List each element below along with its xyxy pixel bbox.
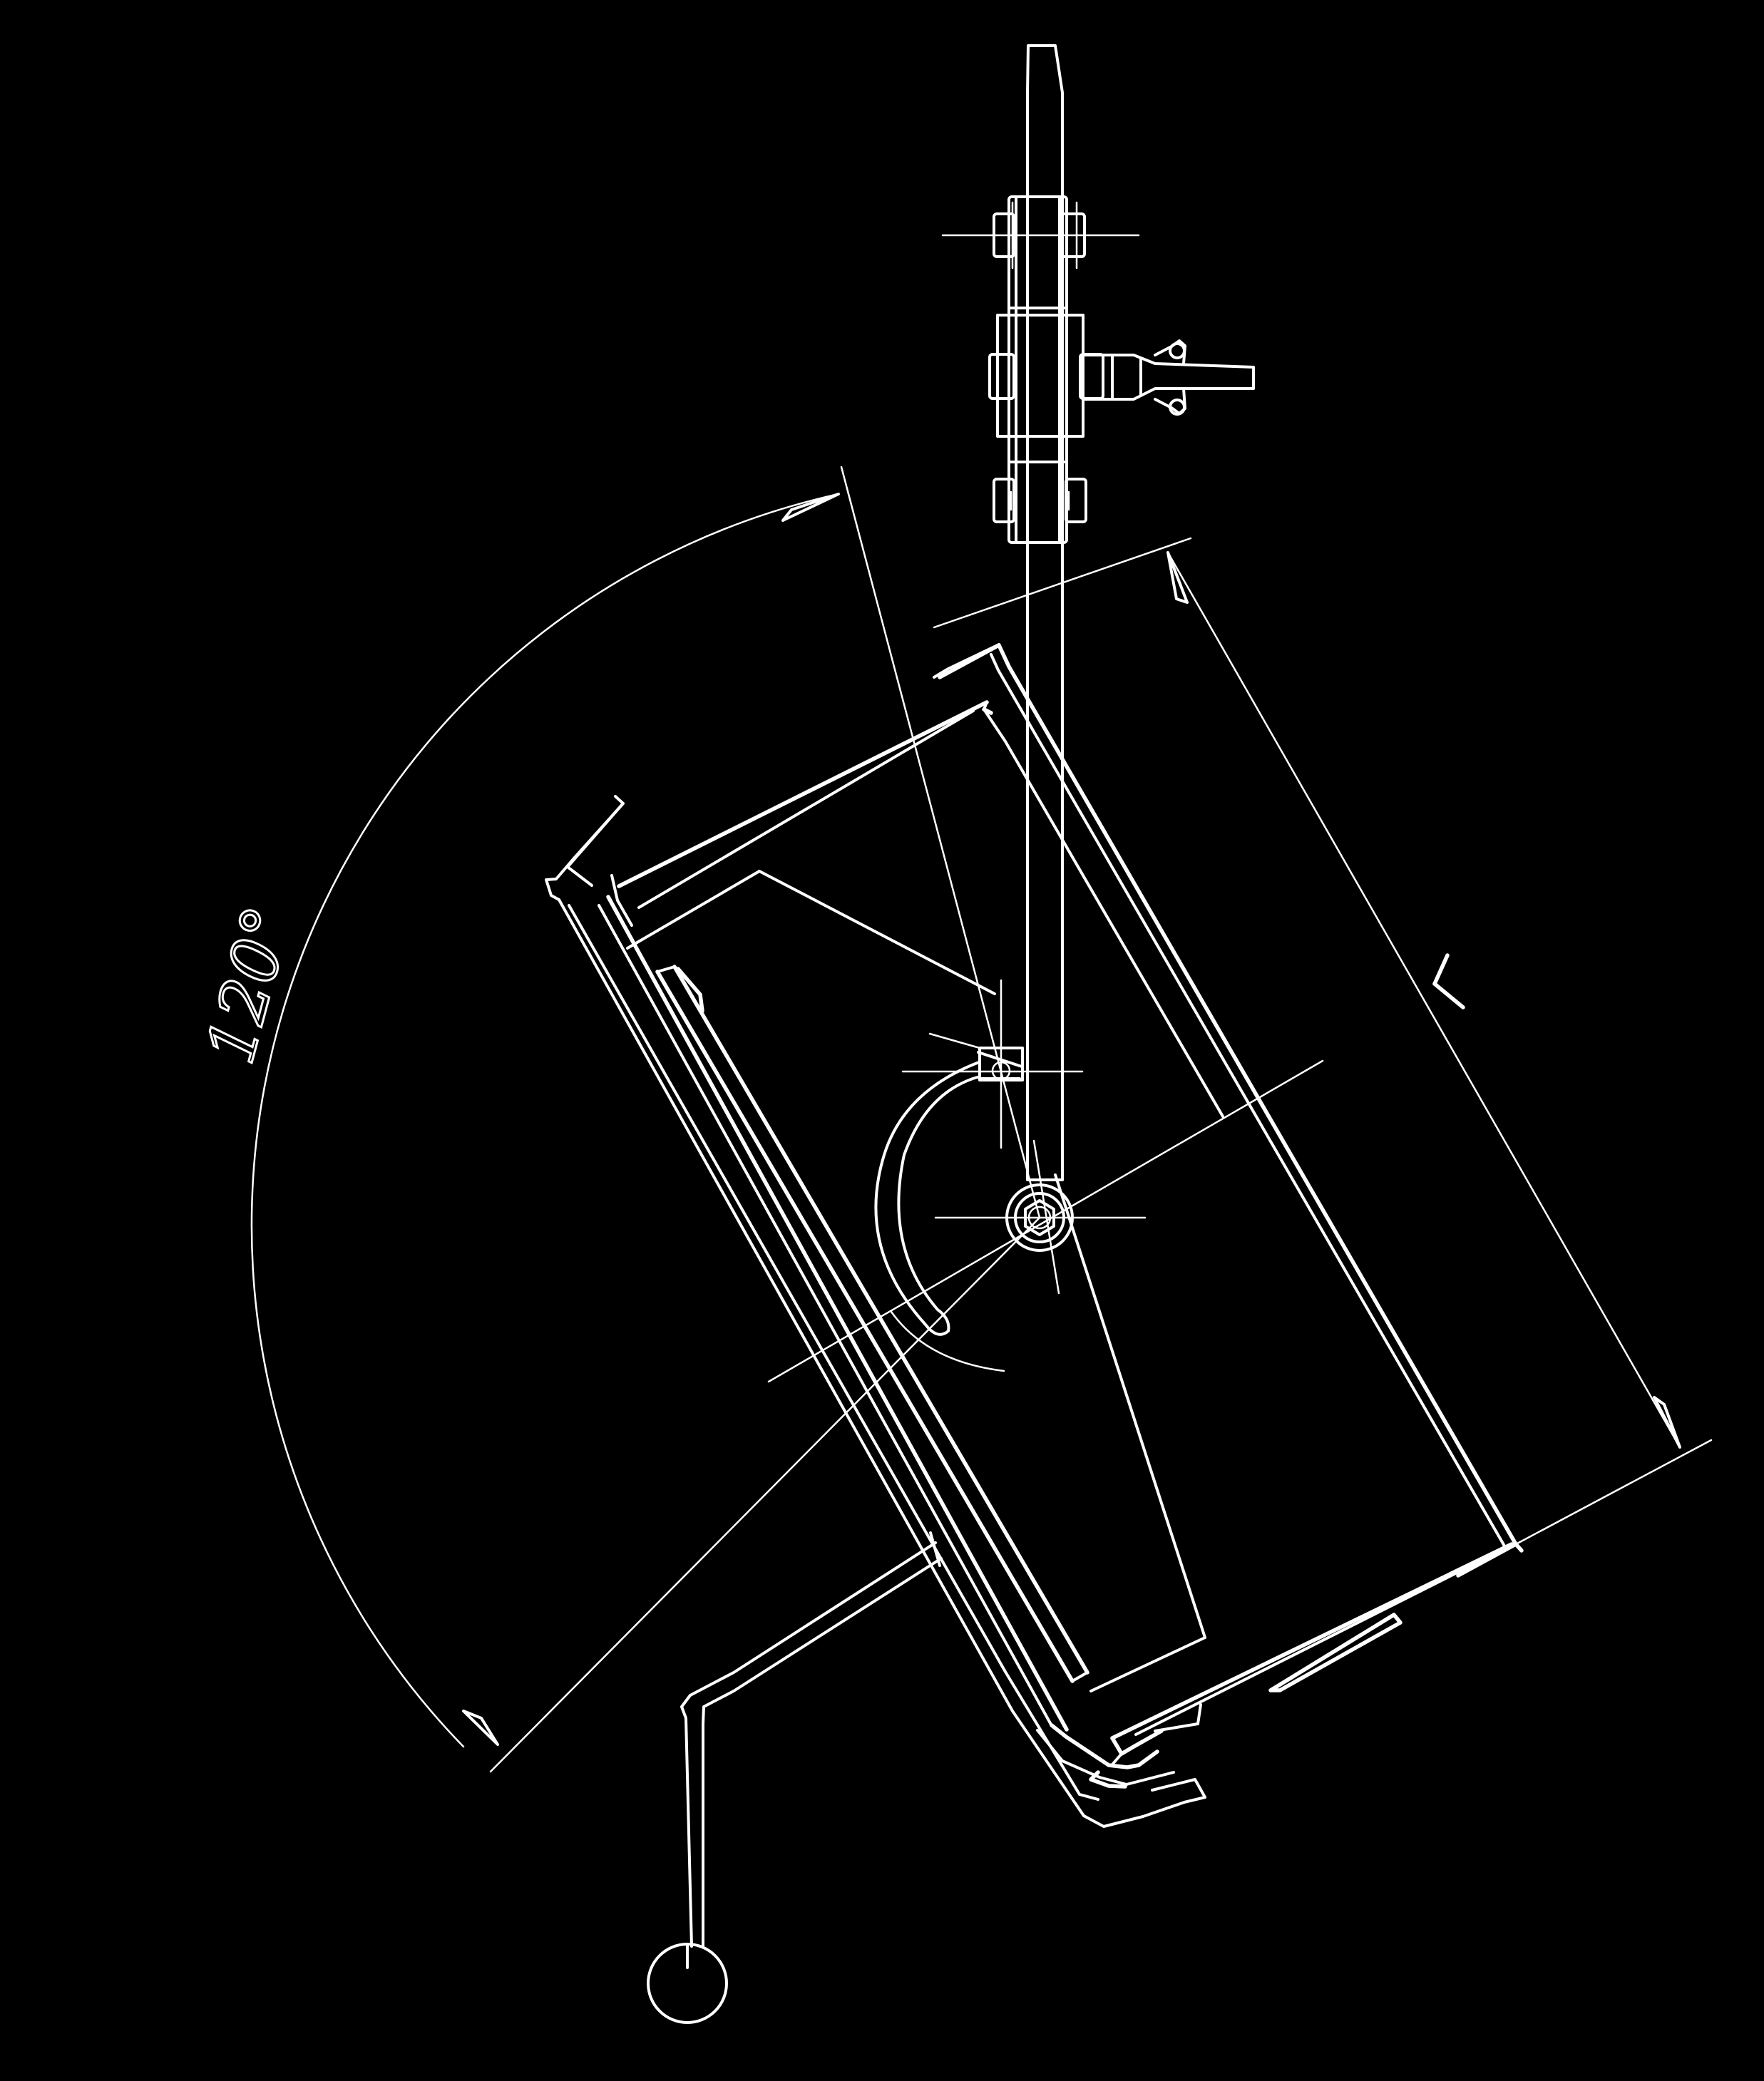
length-dimension [933,537,1713,1546]
drawing-lines [250,44,1713,2024]
basket-handle [647,1531,943,2024]
tilted-basket [598,643,1524,1789]
center-lines [489,466,1324,1773]
lower-bolt [993,478,1087,523]
upper-bolt [941,201,1140,269]
basket-front-lip [545,795,1206,1828]
middle-bolt-block [988,314,1104,438]
pivot-assembly [874,979,1147,1372]
angle-dimension [250,493,840,1748]
side-handle-knob [1082,339,1255,416]
mounting-bar [1007,44,1068,1181]
angle-label: 120° [192,899,307,1072]
